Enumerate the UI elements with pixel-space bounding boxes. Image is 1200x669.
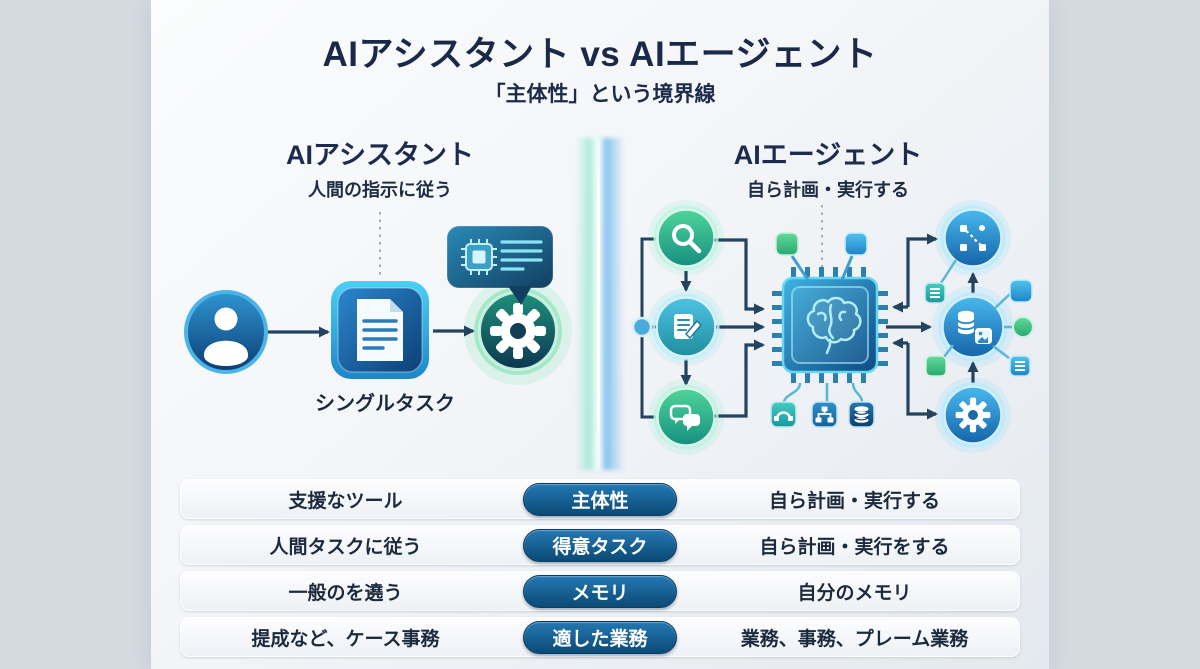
note-edit-icon	[652, 293, 720, 361]
green-node-icon	[925, 355, 947, 377]
agent-cell: 自ら計画・実行をする	[759, 536, 950, 558]
satellite-nodes	[924, 259, 1034, 377]
page-title: AIアシスタント vs AIエージェント	[322, 35, 878, 74]
table-row: 人間タスクに従う 得意タスク 自ら計画・実行をする	[180, 525, 1020, 565]
assistant-header: AIアシスタント 人間の指示に従う	[180, 133, 580, 202]
tool-nodes	[770, 382, 875, 428]
list-node-icon	[924, 282, 946, 304]
category-pill: 適した業務	[523, 620, 677, 654]
center-divider-line	[597, 140, 600, 468]
rail-node	[631, 316, 653, 338]
agent-flow-diagram	[631, 205, 1034, 450]
assistant-heading: AIアシスタント	[286, 140, 474, 170]
blue-node-icon	[844, 232, 868, 256]
input-nodes	[775, 232, 868, 281]
assistant-flow-diagram	[184, 225, 562, 379]
brain-chip-icon	[772, 267, 888, 383]
workflow-nodes-icon	[940, 205, 1006, 271]
dashed-guides	[379, 205, 823, 278]
category-pill: 主体性	[523, 482, 677, 516]
agent-subheading: 自ら計画・実行する	[747, 180, 909, 200]
gear-icon	[474, 287, 562, 375]
agent-header: AIエージェント 自ら計画・実行する	[628, 133, 1028, 202]
chip-chat-bubble-icon	[446, 225, 554, 305]
chat-icon	[653, 384, 719, 450]
gear-icon	[940, 382, 1006, 448]
center-divider	[576, 138, 624, 470]
agent-cell: 自ら計画・実行する	[768, 490, 940, 512]
user-icon	[184, 290, 268, 374]
table-row: 支援なツール 主体性 自ら計画・実行する	[180, 479, 1020, 519]
agent-arrows	[680, 233, 979, 420]
arc-connector-icon	[770, 401, 797, 428]
green-dot-icon	[1012, 316, 1034, 338]
page-subtitle: 「主体性」という境界線	[484, 83, 716, 106]
assistant-flow-label: シングルタスク	[315, 393, 455, 415]
table-row: 一般のを遶う メモリ 自分のメモリ	[180, 571, 1020, 611]
agent-cell: 業務、事務、プレーム業務	[740, 628, 969, 650]
blue-node-icon	[1009, 279, 1033, 303]
category-pill: メモリ	[523, 574, 677, 608]
agent-heading: AIエージェント	[733, 140, 923, 170]
agent-cell: 自分のメモリ	[797, 582, 912, 604]
assistant-cell: 支援なツール	[288, 490, 403, 512]
org-chart-icon	[811, 401, 838, 428]
database-photo-icon	[938, 292, 1008, 362]
assistant-cell: 一般のを遶う	[288, 582, 403, 604]
document-icon	[331, 281, 429, 379]
list-node-icon	[1009, 355, 1031, 377]
database-stack-icon	[848, 401, 875, 428]
assistant-cell: 提成など、ケース事務	[251, 628, 440, 650]
assistant-cell: 人間タスクに従う	[269, 536, 422, 558]
assistant-subheading: 人間の指示に従う	[308, 180, 452, 200]
comparison-table: 支援なツール 主体性 自ら計画・実行する 人間タスクに従う 得意タスク 自ら計画…	[180, 479, 1020, 663]
search-icon	[653, 205, 719, 271]
green-node-icon	[775, 232, 799, 256]
category-pill: 得意タスク	[523, 528, 677, 562]
table-row: 提成など、ケース事務 適した業務 業務、事務、プレーム業務	[180, 617, 1020, 657]
